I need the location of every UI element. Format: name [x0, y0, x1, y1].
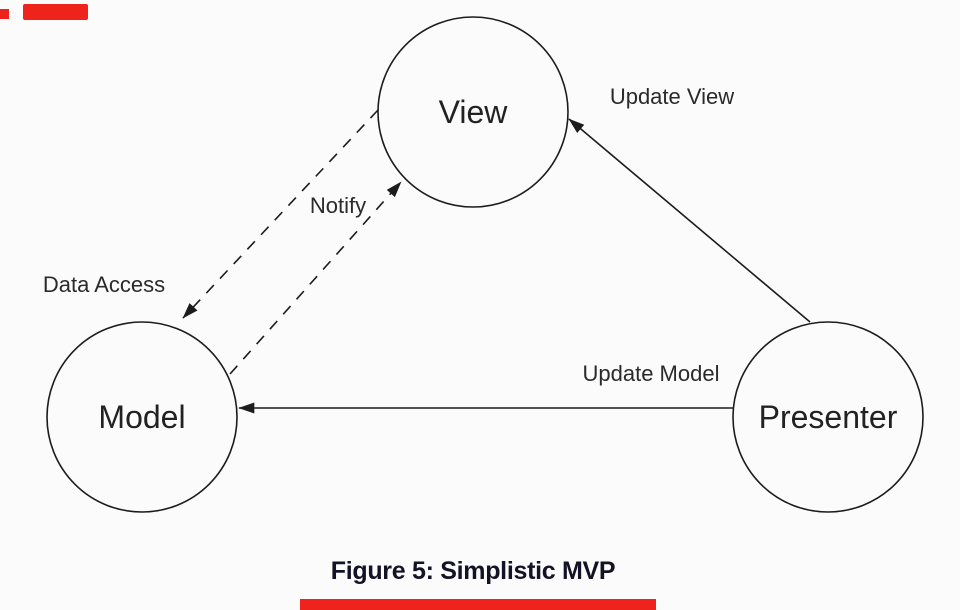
update-view-label: Update View — [610, 84, 734, 109]
red-mark-top-left-edge — [0, 9, 9, 19]
model-node-label: Model — [98, 399, 185, 435]
update-model-label: Update Model — [583, 361, 720, 386]
view-node-label: View — [439, 94, 509, 130]
data-access-arrow — [182, 109, 379, 319]
update-view-arrow — [568, 118, 811, 323]
red-mark-bottom — [300, 599, 656, 610]
data-access-label: Data Access — [43, 272, 165, 297]
model-node-circle — [46, 321, 238, 513]
presenter-node-label: Presenter — [759, 399, 898, 435]
notify-label: Notify — [310, 193, 366, 218]
figure-caption: Figure 5: Simplistic MVP — [331, 557, 616, 585]
presenter-node-circle — [732, 321, 924, 513]
red-mark-top-left — [23, 4, 88, 20]
notify-arrow — [229, 181, 402, 375]
view-node-circle — [377, 16, 569, 208]
